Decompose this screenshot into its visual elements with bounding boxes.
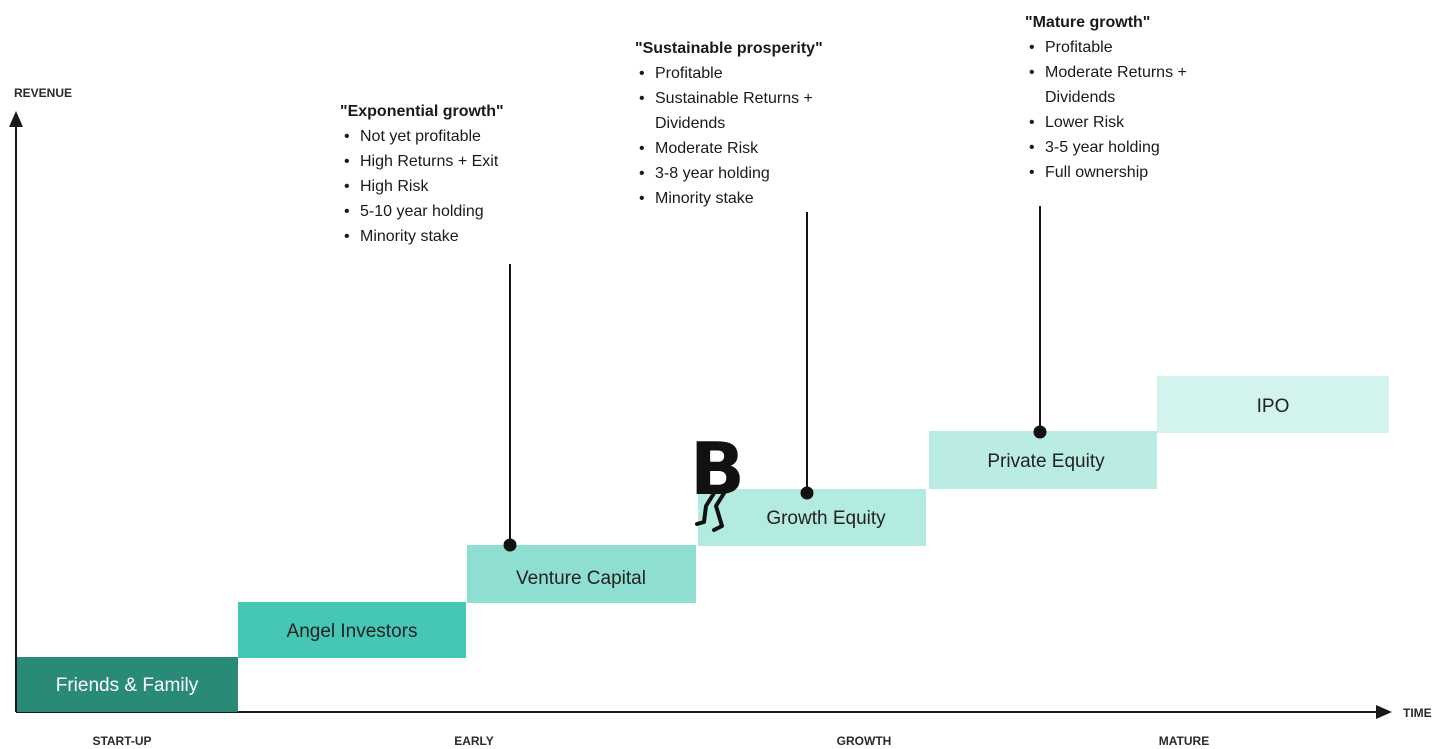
- callout-mature-growth: "Mature growth" Profitable Moderate Retu…: [1025, 14, 1230, 185]
- connector-private-equity: [1033, 206, 1047, 439]
- step-growth-equity-label: Growth Equity: [766, 508, 886, 529]
- y-axis-arrow: [9, 111, 23, 127]
- step-angel-investors-box: [238, 602, 466, 658]
- step-friends-family-label: Friends & Family: [56, 675, 199, 696]
- bullet-item: 5-10 year holding: [340, 199, 504, 224]
- step-private-equity-label: Private Equity: [987, 451, 1105, 472]
- step-venture-capital-box: [467, 545, 696, 603]
- b-mascot-icon: B: [690, 427, 745, 532]
- step-growth-equity: Growth Equity: [698, 489, 926, 546]
- callout-sustainable-prosperity: "Sustainable prosperity" Profitable Sust…: [635, 40, 845, 211]
- step-private-equity: Private Equity: [929, 431, 1157, 489]
- bullet-item: Full ownership: [1025, 160, 1230, 185]
- bullet-item: High Risk: [340, 174, 504, 199]
- x-axis-arrow: [1376, 705, 1392, 719]
- step-ipo-label: IPO: [1257, 396, 1290, 417]
- callout-bullets: Not yet profitable High Returns + Exit H…: [340, 124, 504, 249]
- mascot-letter: B: [690, 427, 745, 511]
- bullet-item: Profitable: [1025, 35, 1230, 60]
- bullet-item: 3-8 year holding: [635, 161, 845, 186]
- callout-bullets: Profitable Sustainable Returns + Dividen…: [635, 61, 845, 211]
- y-axis-label: REVENUE: [14, 86, 72, 100]
- bullet-item: Minority stake: [635, 186, 845, 211]
- step-venture-capital: Venture Capital: [467, 545, 696, 603]
- stage-label-growth: GROWTH: [837, 734, 892, 748]
- mascot-left-leg: [695, 488, 718, 526]
- bullet-item: Sustainable Returns + Dividends: [635, 86, 845, 136]
- stage-label-mature: MATURE: [1159, 734, 1209, 748]
- callout-exponential-growth: "Exponential growth" Not yet profitable …: [340, 103, 504, 249]
- connector-dot: [503, 538, 517, 552]
- step-friends-family: Friends & Family: [17, 657, 238, 712]
- bullet-item: High Returns + Exit: [340, 149, 504, 174]
- callout-title: "Sustainable prosperity": [635, 40, 823, 57]
- bullet-item: Moderate Risk: [635, 136, 845, 161]
- stage-label-start-up: START-UP: [92, 734, 151, 748]
- callout-title: "Mature growth": [1025, 14, 1151, 31]
- mascot-right-leg: [712, 488, 728, 532]
- callout-title: "Exponential growth": [340, 103, 504, 120]
- connector-dot: [1033, 425, 1047, 439]
- bullet-item: Moderate Returns + Dividends: [1025, 60, 1230, 110]
- step-growth-equity-box: [698, 489, 926, 546]
- bullet-item: Lower Risk: [1025, 110, 1230, 135]
- connector-dot: [800, 486, 814, 500]
- stage-label-early: EARLY: [454, 734, 494, 748]
- step-private-equity-box: [929, 431, 1157, 489]
- step-ipo: IPO: [1157, 376, 1389, 433]
- bullet-item: Minority stake: [340, 224, 504, 249]
- bullet-item: Profitable: [635, 61, 845, 86]
- connector-venture-capital: [503, 264, 517, 552]
- step-angel-investors-label: Angel Investors: [287, 621, 418, 642]
- connector-growth-equity: [800, 212, 814, 500]
- callout-bullets: Profitable Moderate Returns + Dividends …: [1025, 35, 1230, 185]
- bullet-item: 3-5 year holding: [1025, 135, 1230, 160]
- step-venture-capital-label: Venture Capital: [516, 568, 646, 589]
- x-axis-label: TIME: [1403, 706, 1432, 720]
- bullet-item: Not yet profitable: [340, 124, 504, 149]
- step-ipo-box: [1157, 376, 1389, 433]
- step-friends-family-box: [17, 657, 238, 712]
- step-angel-investors: Angel Investors: [238, 602, 466, 658]
